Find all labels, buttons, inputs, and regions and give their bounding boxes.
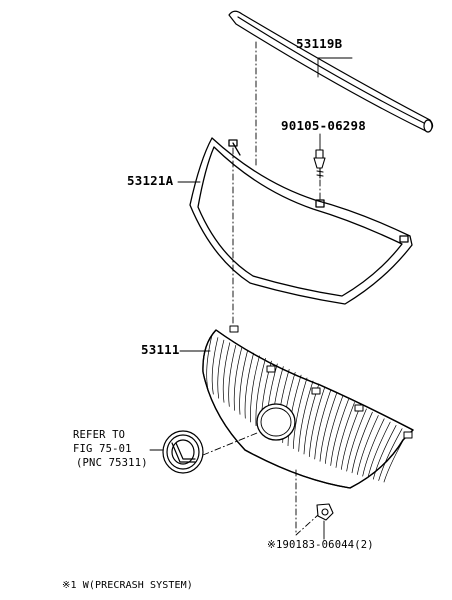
grille-slat xyxy=(222,342,231,403)
grille-slat xyxy=(362,418,385,477)
grille-slat xyxy=(340,405,361,470)
grille-slat xyxy=(292,377,308,449)
grille-slat xyxy=(367,421,391,478)
grille-slat xyxy=(324,395,344,464)
grille-slat xyxy=(250,355,260,423)
grille-slat xyxy=(346,408,367,472)
grille-slat xyxy=(239,350,248,415)
grille-frame-53121a xyxy=(189,137,413,305)
grille-slat xyxy=(298,380,314,452)
radiator-grille-53111 xyxy=(202,325,414,489)
grille-slat xyxy=(330,398,349,466)
label-53119b: 53119B xyxy=(296,36,343,51)
grille-slat xyxy=(372,425,397,480)
refer-line-1: REFER TO xyxy=(73,429,126,441)
grille-slat xyxy=(228,344,237,407)
grille-slat xyxy=(335,402,355,468)
label-53121a: 53121A xyxy=(127,173,174,188)
grille-slat xyxy=(244,352,254,419)
grille-slat xyxy=(351,411,373,474)
alignment-lines xyxy=(202,41,321,536)
grille-slat xyxy=(314,389,332,460)
grille-slat xyxy=(217,339,225,399)
grille-slat xyxy=(319,392,338,462)
leader-lines xyxy=(149,57,353,540)
nut-90183-06044 xyxy=(316,503,334,521)
label-90183-06044: ※190183-06044(2) xyxy=(267,539,374,551)
label-90105-06298: 90105-06298 xyxy=(281,118,366,133)
grille-slat xyxy=(211,337,219,395)
clip-bolt-90105-06298 xyxy=(313,149,326,179)
grille-slat xyxy=(233,347,243,411)
footnote: ※1 W(PRECRASH SYSTEM) xyxy=(62,580,193,591)
grille-slat xyxy=(255,358,266,427)
grille-slat xyxy=(378,428,403,481)
label-53111: 53111 xyxy=(141,342,180,357)
lexus-emblem xyxy=(162,430,204,474)
refer-line-3: (PNC 75311) xyxy=(76,457,148,469)
refer-line-2: FIG 75-01 xyxy=(73,443,132,455)
grille-slat xyxy=(356,415,379,475)
grille-slat xyxy=(206,334,213,391)
moulding-strip-53119b xyxy=(228,10,434,133)
grille-slat xyxy=(308,386,326,457)
